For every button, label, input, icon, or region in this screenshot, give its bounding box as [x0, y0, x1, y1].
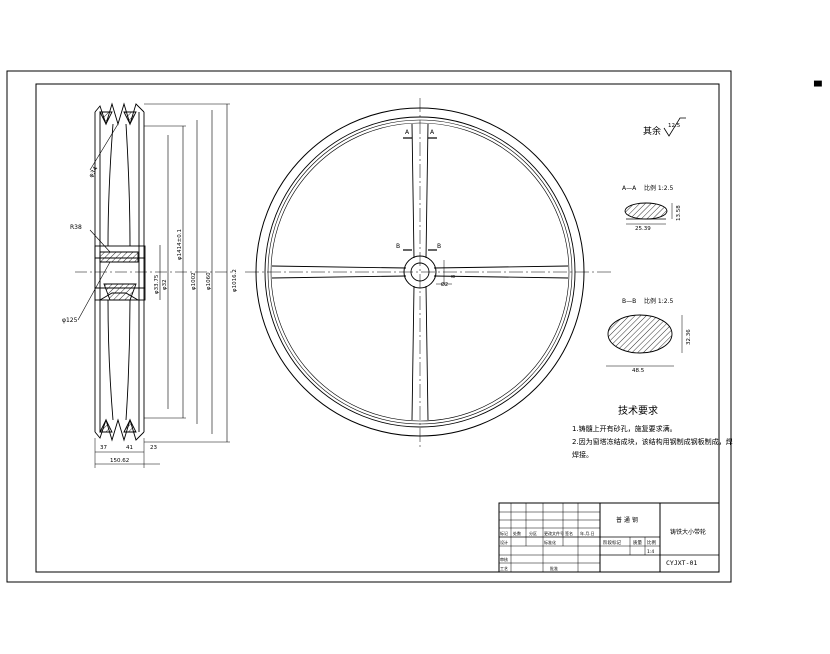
dim-phi-groove: φ1002: [191, 272, 197, 290]
tb-marks: 阶段标记: [603, 539, 621, 546]
section-b-left: B: [396, 243, 400, 250]
tech-req-title: 技术要求: [618, 404, 658, 417]
technical-requirements: 技术要求 1.铸髓上开有砂孔，施复要求满。 2.因为窗塔冻结成块，该结构用钢制成…: [572, 404, 733, 459]
side-view: [75, 102, 235, 468]
tb-col-fenqu: 分区: [529, 530, 537, 536]
title-block-text: 普 通 钢 铸铁大小带轮 CYJXT-01 阶段标记 质量 比例 1:4 标记 …: [500, 516, 706, 571]
dim-overall: 150.62: [110, 458, 129, 464]
tb-scale: 比例: [647, 539, 656, 546]
dim-bottom-b: 41: [126, 445, 133, 451]
tb-col-biaoji: 标记: [500, 530, 508, 536]
section-bb-scale: 比例 1:2.5: [644, 297, 673, 305]
section-b-right: B: [437, 243, 441, 250]
tb-col-qianming: 签名: [565, 530, 573, 536]
section-aa-title: A—A: [622, 185, 637, 192]
inner-frame: [35, 83, 720, 573]
roughness-symbol: 其余 12.5: [643, 117, 686, 137]
section-bb: B—B 比例 1:2.5 48.5 32.36: [606, 297, 692, 374]
section-a-right: A: [430, 129, 435, 136]
roughness-value: 12.5: [668, 123, 681, 129]
section-bb-title: B—B: [622, 298, 636, 305]
dim-phi-d: φ34: [88, 165, 100, 179]
tb-col-chushu: 处数: [513, 530, 521, 536]
dim-phi-small: φ32: [162, 279, 168, 290]
hub-dim-2: Ø2: [441, 281, 448, 288]
section-bb-height: 32.36: [686, 329, 692, 345]
dim-diameter-left: φ125: [62, 317, 78, 324]
section-aa-scale: 比例 1:2.5: [644, 184, 673, 192]
section-a-left: A: [405, 129, 410, 136]
tb-code: CYJXT-01: [666, 559, 697, 567]
tech-req-line1: 1.铸髓上开有砂孔，施复要求满。: [572, 424, 677, 433]
roughness-label: 其余: [643, 125, 661, 137]
tb-sheji: 设计: [500, 539, 508, 545]
tech-req-line2a: 2.因为窗塔冻结成块，该结构用钢制成钢板制成，焊: [572, 437, 733, 446]
tb-material: 普 通 钢: [616, 516, 638, 524]
tb-gongyi: 工艺: [500, 566, 508, 571]
corner-mark: ▀: [813, 80, 822, 93]
dim-phi-rim: φ1060: [206, 272, 212, 290]
tb-col-nianyueri: 年.月.日: [580, 530, 595, 536]
dim-bottom-c: 23: [150, 445, 157, 451]
outer-frame: [6, 70, 732, 583]
section-aa-width: 25.39: [635, 226, 651, 232]
title-block: [498, 502, 720, 573]
front-view-labels: A A B B 8 Ø2: [396, 129, 457, 288]
dim-phi-outer: φ1016.2: [232, 269, 238, 292]
section-aa-height: 13.58: [676, 205, 682, 221]
dim-bottom-a: 37: [100, 445, 107, 451]
dim-phi-mid: φ1414±0.1: [177, 229, 183, 260]
tb-scale-value: 1:4: [647, 549, 654, 555]
tb-pizhun: 批准: [550, 565, 558, 571]
tb-weight: 质量: [633, 539, 642, 546]
hub-dim-1: 8: [451, 275, 457, 278]
tb-drawing-name: 铸铁大小带轮: [670, 528, 706, 536]
side-view-dims: φ34 R38 φ125 φ33.75 φ32 φ1414±0.1 φ1002 …: [62, 165, 238, 464]
dim-phi-hub: φ33.75: [154, 274, 160, 294]
section-bb-width: 48.5: [632, 368, 645, 374]
tech-req-line2b: 焊接。: [572, 450, 593, 459]
dim-radius: R38: [70, 224, 82, 231]
section-aa: A—A 比例 1:2.5 25.39 13.58: [622, 184, 682, 232]
tb-biaozhunhua: 标准化: [544, 539, 556, 545]
tb-shenhe: 审核: [500, 556, 508, 562]
front-view: [245, 98, 612, 450]
tb-col-gengai: 更改文件号: [544, 530, 564, 536]
